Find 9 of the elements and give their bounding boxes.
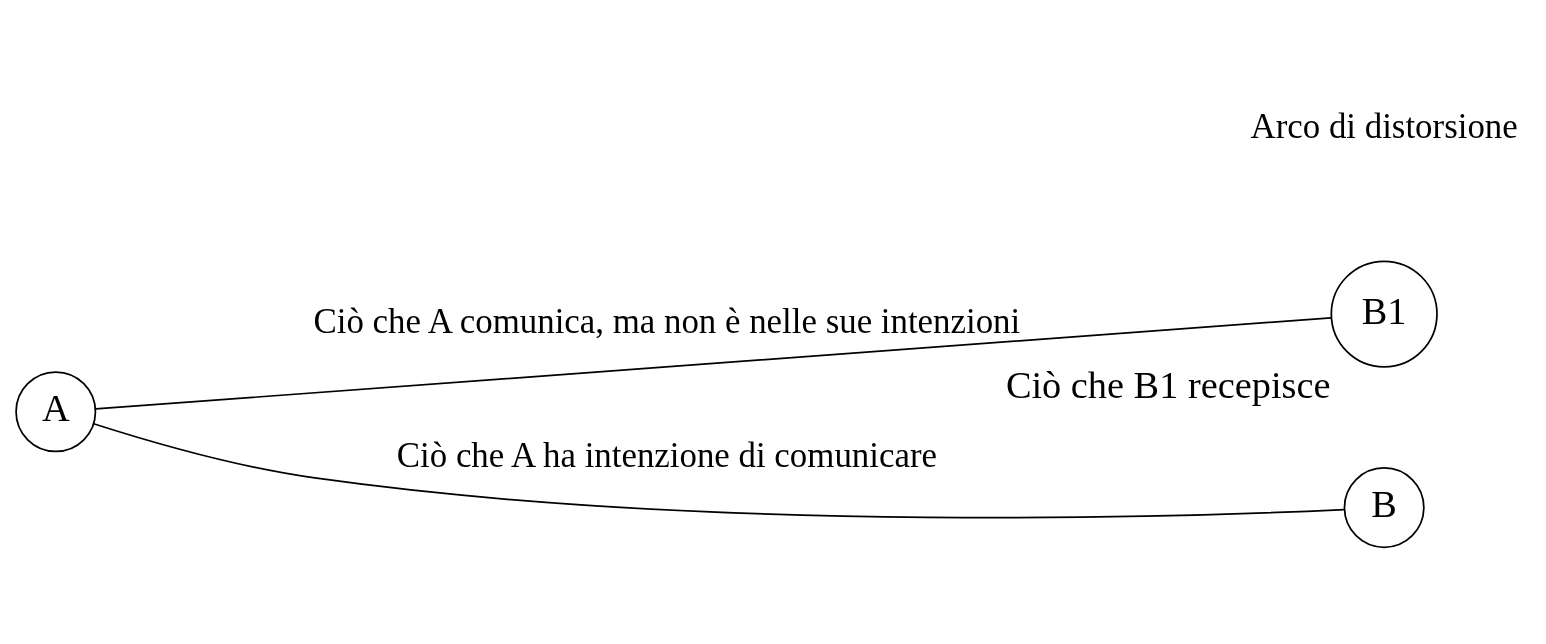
edge-label: Ciò che A comunica, ma non è nelle sue intenzioni	[313, 301, 1021, 341]
node-label: Ciò che B1 recepisce	[1005, 363, 1331, 406]
node-circle: B1	[1330, 259, 1438, 368]
connector	[94, 316, 1332, 410]
connector	[92, 422, 1346, 518]
node-circle: B	[1343, 466, 1425, 548]
node-circle: A	[15, 370, 97, 452]
label: Arco di distorsione	[1250, 106, 1518, 146]
edge-label: Ciò che A ha intenzione di comunicare	[396, 435, 937, 475]
